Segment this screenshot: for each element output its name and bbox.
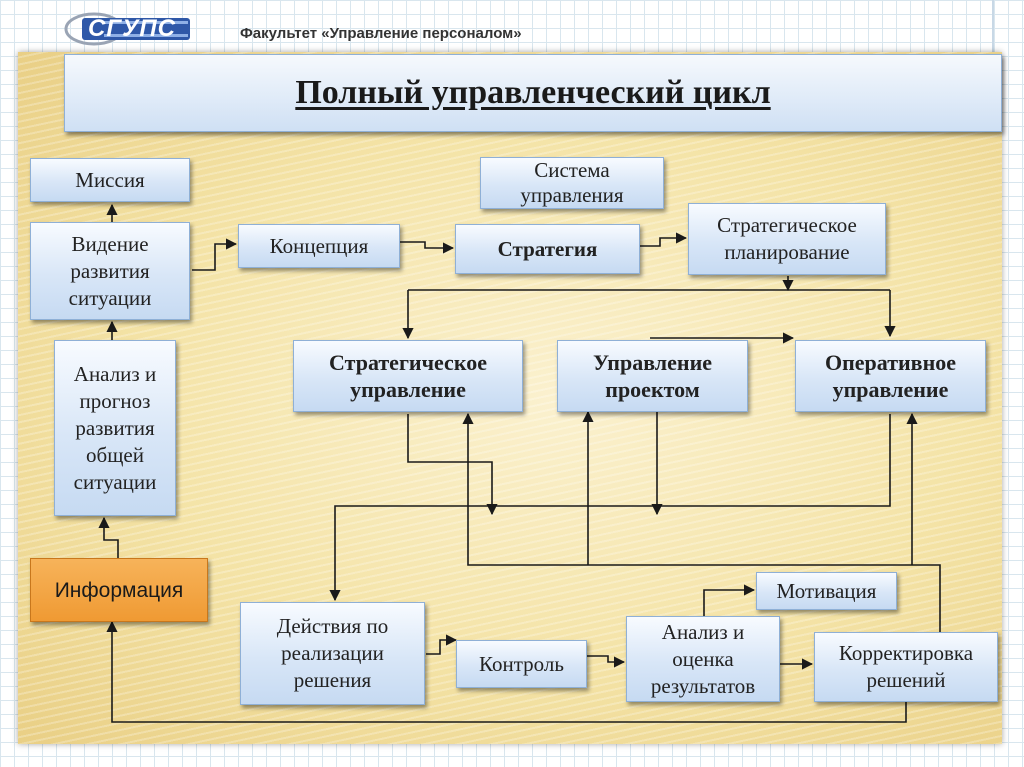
edge-control-to-results: [587, 655, 626, 668]
edge-feedback-to-strategic: [462, 412, 941, 632]
node-operational-management: Оперативное управление: [795, 340, 986, 412]
edge-strategy-to-planning: [640, 232, 688, 247]
diagram-title: Полный управленческий цикл: [295, 74, 771, 111]
node-mission: Миссия: [30, 158, 190, 202]
edge-info-to-analysis: [98, 516, 119, 558]
node-analysis-forecast: Анализ и прогноз развития общей ситуации: [54, 340, 176, 516]
logo-text: СГУПС: [88, 15, 176, 42]
edge-collector-to-actions: [329, 414, 891, 602]
node-decision-correction: Корректировка решений: [814, 632, 998, 702]
node-vision: Видение развития ситуации: [30, 222, 190, 320]
node-strategy: Стратегия: [455, 224, 640, 274]
university-logo: [64, 12, 190, 46]
faculty-title: Факультет «Управление персоналом»: [240, 25, 522, 42]
edge-strategic-down: [407, 414, 498, 516]
node-information: Информация: [30, 558, 208, 622]
node-strategic-management: Стратегическое управление: [293, 340, 523, 412]
node-control: Контроль: [456, 640, 587, 688]
decorative-line: [992, 0, 994, 60]
edge-correction-to-info: [106, 620, 907, 723]
edge-actions-to-control: [426, 634, 458, 655]
node-strategic-planning: Стратегическое планирование: [688, 203, 886, 275]
title-box: Полный управленческий цикл: [64, 54, 1002, 132]
node-motivation: Мотивация: [756, 572, 897, 610]
edge-vision-to-concept: [192, 238, 238, 271]
node-management-system: Система управления: [480, 157, 664, 209]
node-concept: Концепция: [238, 224, 400, 268]
edge-results-to-motivation: [703, 584, 756, 616]
node-project-management: Управление проектом: [557, 340, 748, 412]
edge-concept-to-strategy: [400, 241, 455, 254]
node-implementation-actions: Действия по реализации решения: [240, 602, 425, 705]
node-results-analysis: Анализ и оценка результатов: [626, 616, 780, 702]
